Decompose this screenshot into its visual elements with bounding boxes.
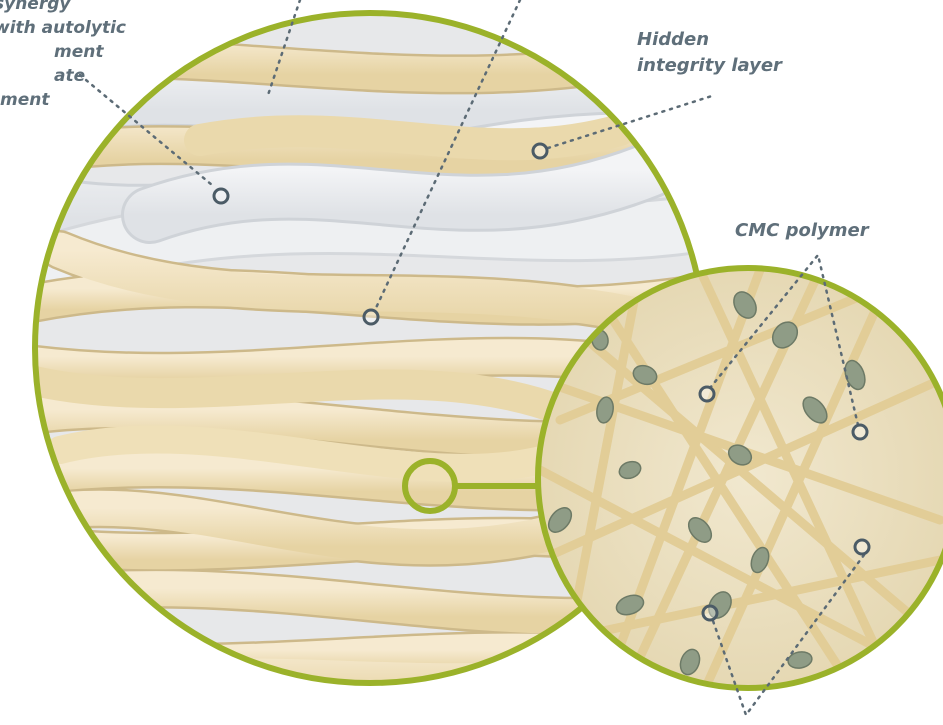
hidden-integrity-label: Hidden integrity layer <box>637 27 782 79</box>
label-line: with autolytic <box>0 16 126 40</box>
autolytic-label: synergy with autolytic ment ate ment <box>0 0 126 112</box>
label-line: synergy <box>0 0 126 16</box>
label-line: ment <box>0 88 126 112</box>
marker-hidden-layer <box>533 144 547 158</box>
label-line: integrity layer <box>637 53 782 79</box>
cmc-polymer-label: CMC polymer <box>735 218 869 244</box>
marker-lower-1 <box>855 540 869 554</box>
label-line: ate <box>0 64 126 88</box>
polymer-magnification <box>538 268 943 700</box>
marker-cmc-2 <box>853 425 867 439</box>
marker-cmc-1 <box>700 387 714 401</box>
marker-autolytic <box>214 189 228 203</box>
marker-lower-2 <box>703 606 717 620</box>
marker-fiber <box>364 310 378 324</box>
label-line: Hidden <box>637 27 782 53</box>
label-line: ment <box>0 40 126 64</box>
